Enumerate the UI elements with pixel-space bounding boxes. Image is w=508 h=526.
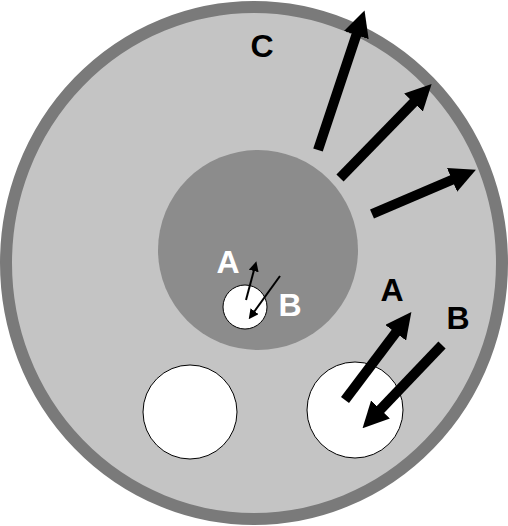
export-arrow: [340, 101, 415, 178]
outward-arrow: [246, 270, 254, 300]
arrow-label: B: [278, 289, 301, 321]
nucleolus: [223, 285, 267, 329]
outward-arrow: [345, 331, 397, 400]
arrow-label: B: [446, 302, 469, 334]
export-arrow: [372, 179, 454, 214]
cell-membrane: [6, 7, 502, 519]
export-arrow: [318, 33, 357, 150]
vacuole: [307, 362, 403, 458]
arrow-label: C: [250, 30, 273, 62]
nucleus: [158, 150, 358, 350]
arrow-label: A: [216, 246, 239, 278]
inward-arrow: [254, 276, 280, 312]
arrow-label: A: [380, 274, 403, 306]
inward-arrow: [379, 345, 442, 411]
vacuole: [143, 365, 237, 459]
